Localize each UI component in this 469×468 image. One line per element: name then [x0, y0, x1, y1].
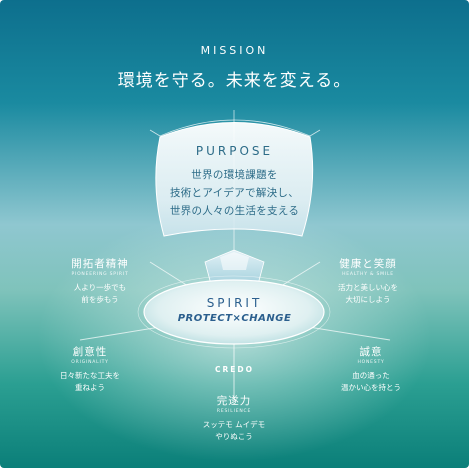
gem-shape	[204, 249, 265, 289]
value-description: 活力と美しい心を 大切にしよう	[308, 282, 428, 306]
purpose-line: 技術とアイデアで解決し、	[169, 187, 300, 199]
value-description: 日々新たな工夫を 重ねよう	[30, 370, 150, 394]
value-title: 健康と笑顔	[339, 258, 397, 270]
value-line: やりぬこう	[215, 432, 253, 441]
value-title: 開拓者精神	[71, 258, 129, 270]
value-resilience: 完遂力 RESILIENCE スッテモ ムイデモ やりぬこう	[174, 393, 294, 443]
value-line: 人より一歩でも	[73, 283, 127, 292]
spirit-disc	[143, 279, 325, 345]
value-title: 完遂力	[216, 395, 252, 407]
purpose-sail	[155, 122, 314, 237]
value-line: スッテモ ムイデモ	[202, 420, 266, 429]
spirit-label: SPIRIT	[206, 296, 263, 310]
value-line: 血の通った	[352, 371, 390, 380]
value-english: ORIGINALITY	[71, 360, 109, 365]
value-line: 活力と美しい心を	[338, 283, 398, 292]
value-description: 人より一歩でも 前を歩もう	[40, 282, 160, 306]
value-healthy-smile: 健康と笑顔 HEALTHY & SMILE 活力と美しい心を 大切にしよう	[308, 256, 428, 306]
value-description: 血の通った 温かい心を持とう	[311, 370, 431, 394]
value-english: PIONEERING SPIRIT	[71, 272, 129, 277]
value-title: 創意性	[72, 346, 108, 358]
value-honesty: 誠意 HONESTY 血の通った 温かい心を持とう	[311, 344, 431, 394]
purpose-text: 世界の環境課題を 技術とアイデアで解決し、 世界の人々の生活を支える	[0, 166, 469, 220]
value-line: 重ねよう	[75, 383, 105, 392]
value-title: 誠意	[359, 346, 383, 358]
value-description: スッテモ ムイデモ やりぬこう	[174, 419, 294, 443]
value-english: HEALTHY & SMILE	[342, 272, 394, 277]
mission-label: MISSION	[200, 44, 269, 57]
value-originality: 創意性 ORIGINALITY 日々新たな工夫を 重ねよう	[30, 344, 150, 394]
purpose-line: 世界の人々の生活を支える	[169, 205, 300, 217]
credo-label: CREDO	[214, 365, 254, 374]
value-line: 温かい心を持とう	[341, 383, 401, 392]
value-english: RESILIENCE	[216, 409, 252, 414]
value-line: 前を歩もう	[81, 295, 119, 304]
value-line: 日々新たな工夫を	[60, 371, 120, 380]
value-line: 大切にしよう	[345, 295, 391, 304]
purpose-line: 世界の環境課題を	[191, 169, 278, 181]
spirit-subtitle: PROTECT×CHANGE	[177, 313, 292, 324]
purpose-label: PURPOSE	[195, 144, 274, 158]
mission-statement: 環境を守る。未来を変える。	[117, 71, 352, 91]
value-pioneering-spirit: 開拓者精神 PIONEERING SPIRIT 人より一歩でも 前を歩もう	[40, 256, 160, 306]
value-english: HONESTY	[357, 360, 385, 365]
